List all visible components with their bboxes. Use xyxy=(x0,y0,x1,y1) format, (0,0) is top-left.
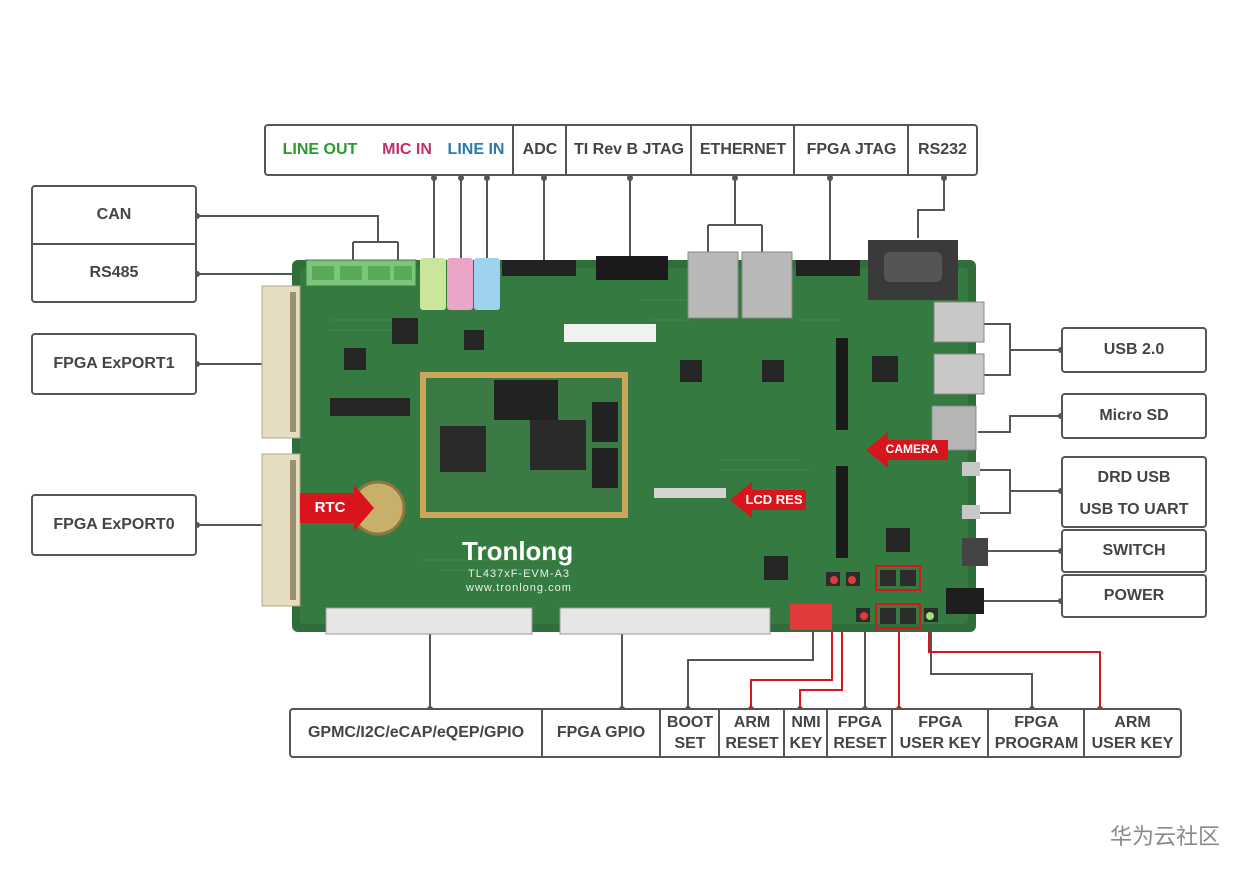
label-fpga-gpio: FPGA GPIO xyxy=(541,710,659,756)
label-fpga-export0: FPGA ExPORT0 xyxy=(31,494,197,556)
label-fpga-reset-line2: RESET xyxy=(833,735,887,752)
label-line-out: LINE OUT xyxy=(282,141,358,158)
label-arm-reset: ARM RESET xyxy=(718,710,784,756)
watermark: 华为云社区 xyxy=(1109,824,1220,849)
label-fpga-reset-line1: FPGA xyxy=(837,714,883,731)
rtc-callout-label: RTC xyxy=(314,499,346,516)
rtc-callout-arrow xyxy=(300,485,374,531)
label-ti-jtag: TI Rev B JTAG xyxy=(565,126,691,174)
label-fpga-jtag: FPGA JTAG xyxy=(793,126,908,174)
label-ethernet: ETHERNET xyxy=(690,126,794,174)
lcd-connector xyxy=(654,488,726,498)
power-jack xyxy=(946,588,984,614)
label-arm-reset-line1: ARM xyxy=(733,714,771,731)
label-boot-set-line1: BOOT xyxy=(666,714,714,731)
label-power: POWER xyxy=(1061,574,1207,618)
power-switch xyxy=(962,538,988,566)
lcd-res-callout-arrow xyxy=(730,482,806,518)
boot-dip-switch xyxy=(790,604,832,630)
label-fpga-program-line2: PROGRAM xyxy=(994,735,1079,752)
board-model: TL437xF-EVM-A3 xyxy=(468,568,571,580)
label-can: CAN xyxy=(33,187,195,245)
ethernet-port-2 xyxy=(741,251,793,319)
ti-jtag-header xyxy=(596,256,668,280)
can-rs485-box: CAN RS485 xyxy=(31,185,197,303)
adc-header xyxy=(502,260,576,276)
drd-usb-port xyxy=(962,462,980,476)
label-mic-in: MIC IN xyxy=(382,141,432,158)
label-drd-usb: DRD USB xyxy=(1097,469,1171,486)
camera-header-1 xyxy=(836,338,848,430)
label-rs232: RS232 xyxy=(907,126,976,174)
camera-callout-arrow xyxy=(866,432,948,468)
label-fpga-program: FPGA PROGRAM xyxy=(987,710,1084,756)
ethernet-port-1 xyxy=(687,251,739,319)
label-nmi-key-line1: NMI xyxy=(791,714,821,731)
mic-in-jack xyxy=(447,258,473,310)
label-fpga-reset: FPGA RESET xyxy=(826,710,892,756)
board-brand: Tronlong xyxy=(462,536,574,566)
label-switch: SWITCH xyxy=(1061,529,1207,573)
label-line-in: LINE IN xyxy=(447,141,505,158)
label-nmi-key: NMI KEY xyxy=(783,710,827,756)
lcd-res-callout-label: LCD RES xyxy=(745,492,803,507)
usb-combo-box: DRD USB USB TO UART xyxy=(1061,456,1207,528)
gpmc-header xyxy=(325,607,533,635)
label-usb-to-uart: USB TO UART xyxy=(1079,501,1189,518)
label-micro-sd: Micro SD xyxy=(1061,393,1207,439)
usb-uart-port xyxy=(962,505,980,519)
bottom-label-bar: GPMC/I2C/eCAP/eQEP/GPIO FPGA GPIO BOOT S… xyxy=(289,708,1182,758)
label-nmi-key-line2: KEY xyxy=(789,735,823,752)
board-website: www.tronlong.com xyxy=(466,582,572,594)
line-in-jack xyxy=(474,258,500,310)
label-gpmc: GPMC/I2C/eCAP/eQEP/GPIO xyxy=(307,724,525,741)
label-boot-set: BOOT SET xyxy=(659,710,719,756)
label-fpga-user-key-line2: USER KEY xyxy=(899,735,982,752)
fpga-jtag-header xyxy=(796,260,860,276)
label-arm-user-key-line2: USER KEY xyxy=(1091,735,1174,752)
label-fpga-user-key-line1: FPGA xyxy=(918,714,963,731)
camera-header-2 xyxy=(836,466,848,558)
usb2-port-1 xyxy=(933,301,985,343)
label-boot-set-line2: SET xyxy=(674,735,706,752)
label-fpga-user-key: FPGA USER KEY xyxy=(891,710,988,756)
label-fpga-program-line1: FPGA xyxy=(1014,714,1059,731)
label-arm-user-key-line1: ARM xyxy=(1114,714,1151,731)
usb2-port-2 xyxy=(933,353,985,395)
camera-callout-label: CAMERA xyxy=(885,442,939,456)
label-arm-user-key: ARM USER KEY xyxy=(1083,710,1180,756)
label-adc: ADC xyxy=(512,126,566,174)
line-out-jack xyxy=(420,258,446,310)
label-rs485: RS485 xyxy=(89,264,139,281)
label-usb2: USB 2.0 xyxy=(1061,327,1207,373)
label-arm-reset-line2: RESET xyxy=(725,735,779,752)
top-label-bar: LINE OUT MIC IN LINE IN ADC TI Rev B JTA… xyxy=(264,124,978,176)
label-fpga-export1: FPGA ExPORT1 xyxy=(31,333,197,395)
fpga-gpio-header xyxy=(559,607,771,635)
can-terminal-block xyxy=(305,259,417,287)
